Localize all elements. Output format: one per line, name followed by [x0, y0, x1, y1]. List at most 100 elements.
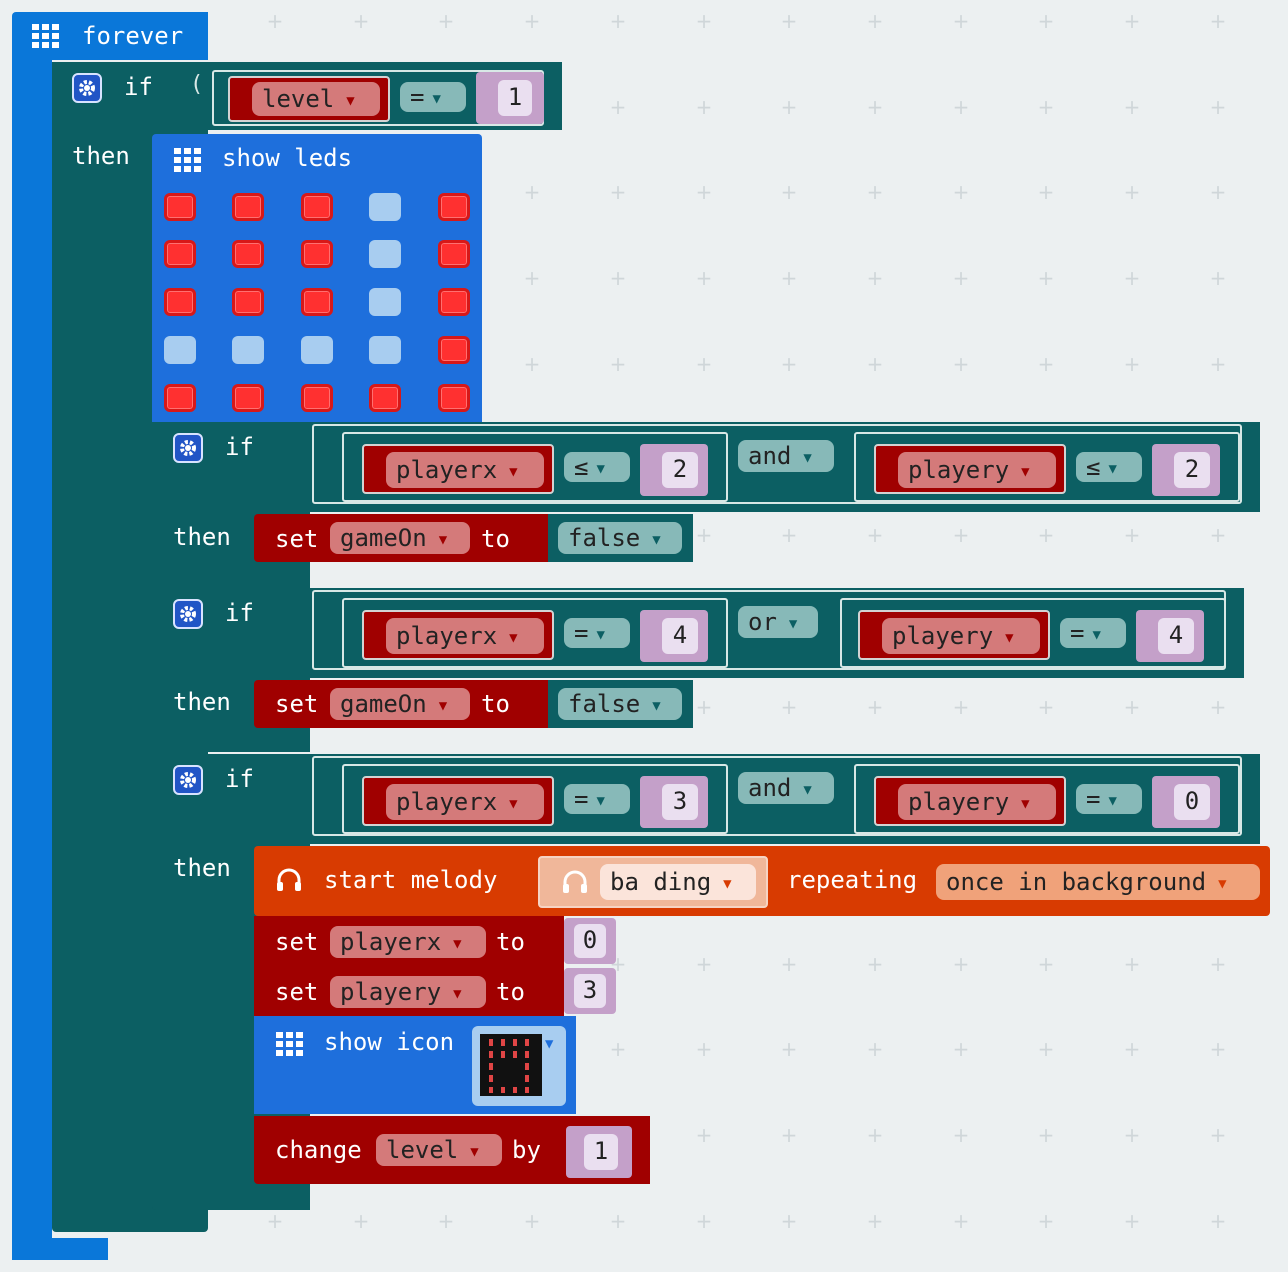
boolean-dropdown[interactable]: false▼ [558, 522, 682, 554]
grid-plus: + [1123, 9, 1141, 33]
variable-dropdown-playery[interactable]: playery▼ [898, 784, 1056, 820]
gear-icon[interactable] [173, 433, 203, 463]
to-label: to [496, 928, 525, 956]
led-cell[interactable] [369, 240, 401, 268]
led-cell[interactable] [232, 288, 264, 316]
number-field[interactable]: 4 [662, 618, 698, 654]
variable-dropdown-playerx[interactable]: playerx▼ [330, 926, 486, 958]
number-field[interactable]: 2 [1174, 452, 1210, 488]
compare-left[interactable] [342, 432, 728, 502]
led-cell[interactable] [438, 193, 470, 221]
melody-dropdown[interactable]: ba ding▼ [600, 864, 756, 900]
variable-dropdown-playery[interactable]: playery▼ [898, 452, 1056, 488]
repeat-mode: once in background [946, 868, 1207, 896]
var-name: playerx [396, 788, 498, 816]
logic-and-block[interactable] [312, 756, 1242, 836]
grid-plus: + [780, 9, 798, 33]
number-field[interactable]: 2 [662, 452, 698, 488]
variable-dropdown-gameOn[interactable]: gameOn▼ [330, 522, 470, 554]
number-field[interactable]: 4 [1158, 618, 1194, 654]
repeat-mode-dropdown[interactable]: once in background▼ [936, 864, 1260, 900]
grid-plus: + [437, 1209, 455, 1233]
compare-left[interactable] [342, 598, 728, 668]
number-field[interactable]: 3 [574, 974, 606, 1008]
variable-dropdown-playerx[interactable]: playerx▼ [386, 452, 544, 488]
variable-dropdown-playerx[interactable]: playerx▼ [386, 784, 544, 820]
grid-plus: + [952, 266, 970, 290]
variable-dropdown-playery[interactable]: playery▼ [882, 618, 1040, 654]
led-cell[interactable] [438, 384, 470, 412]
logic-op-dropdown[interactable]: and▼ [738, 772, 834, 804]
number-field[interactable]: 0 [574, 924, 606, 958]
led-cell[interactable] [438, 288, 470, 316]
operator-dropdown[interactable]: =▼ [400, 82, 466, 112]
led-cell[interactable] [232, 240, 264, 268]
grid-icon [276, 1032, 306, 1056]
compare-right[interactable] [854, 764, 1240, 834]
led-cell[interactable] [164, 193, 196, 221]
grid-plus: + [780, 352, 798, 376]
compare-right[interactable] [854, 432, 1240, 502]
number-field[interactable]: 3 [662, 784, 698, 820]
led-cell[interactable] [438, 336, 470, 364]
led-cell[interactable] [301, 240, 333, 268]
variable-dropdown-gameOn[interactable]: gameOn▼ [330, 688, 470, 720]
grid-plus: + [609, 1037, 627, 1061]
chevron-down-icon: ▼ [1108, 793, 1117, 809]
operator-dropdown[interactable]: ≤▼ [564, 452, 630, 482]
led-cell[interactable] [301, 288, 333, 316]
grid-plus: + [952, 180, 970, 204]
var-name: gameOn [340, 690, 427, 718]
led-cell[interactable] [369, 336, 401, 364]
led-cell[interactable] [301, 336, 333, 364]
show-leds-block[interactable] [152, 134, 482, 422]
led-cell[interactable] [369, 384, 401, 412]
compare-left[interactable] [342, 764, 728, 834]
gear-icon[interactable] [72, 73, 102, 103]
variable-dropdown-playery[interactable]: playery▼ [330, 976, 486, 1008]
grid-plus: + [695, 266, 713, 290]
grid-plus: + [266, 9, 284, 33]
gear-icon[interactable] [173, 599, 203, 629]
grid-plus: + [780, 695, 798, 719]
op: = [574, 619, 589, 647]
grid-plus: + [952, 1123, 970, 1147]
operator-dropdown[interactable]: =▼ [564, 618, 630, 648]
grid-plus: + [1123, 352, 1141, 376]
boolean-dropdown[interactable]: false▼ [558, 688, 682, 720]
led-cell[interactable] [301, 384, 333, 412]
led-cell[interactable] [232, 384, 264, 412]
grid-plus: + [1209, 1209, 1227, 1233]
logic-op-dropdown[interactable]: or▼ [738, 606, 818, 638]
gear-icon[interactable] [173, 765, 203, 795]
led-cell[interactable] [164, 384, 196, 412]
grid-plus: + [780, 1037, 798, 1061]
led-cell[interactable] [301, 193, 333, 221]
led-cell[interactable] [232, 193, 264, 221]
chevron-down-icon[interactable]: ▼ [545, 1036, 554, 1052]
variable-dropdown-playerx[interactable]: playerx▼ [386, 618, 544, 654]
number-field[interactable]: 1 [498, 80, 532, 116]
operator-dropdown[interactable]: =▼ [1076, 784, 1142, 814]
chevron-down-icon: ▼ [509, 464, 518, 480]
led-cell[interactable] [369, 288, 401, 316]
operator-dropdown[interactable]: =▼ [1060, 618, 1126, 648]
variable-dropdown-level[interactable]: level▼ [252, 82, 380, 116]
grid-plus: + [952, 9, 970, 33]
op: ≤ [574, 453, 589, 481]
led-cell[interactable] [164, 240, 196, 268]
number-field[interactable]: 1 [584, 1134, 618, 1170]
compare-right[interactable] [840, 598, 1226, 668]
number-field[interactable]: 0 [1174, 784, 1210, 820]
led-cell[interactable] [438, 240, 470, 268]
led-cell[interactable] [164, 336, 196, 364]
logic-op-dropdown[interactable]: and▼ [738, 440, 834, 472]
operator-dropdown[interactable]: ≤▼ [1076, 452, 1142, 482]
led-cell[interactable] [164, 288, 196, 316]
logic-and-block[interactable] [312, 424, 1242, 504]
led-cell[interactable] [232, 336, 264, 364]
led-cell[interactable] [369, 193, 401, 221]
grid-plus: + [1123, 1209, 1141, 1233]
operator-dropdown[interactable]: =▼ [564, 784, 630, 814]
variable-dropdown-level[interactable]: level▼ [376, 1134, 502, 1166]
